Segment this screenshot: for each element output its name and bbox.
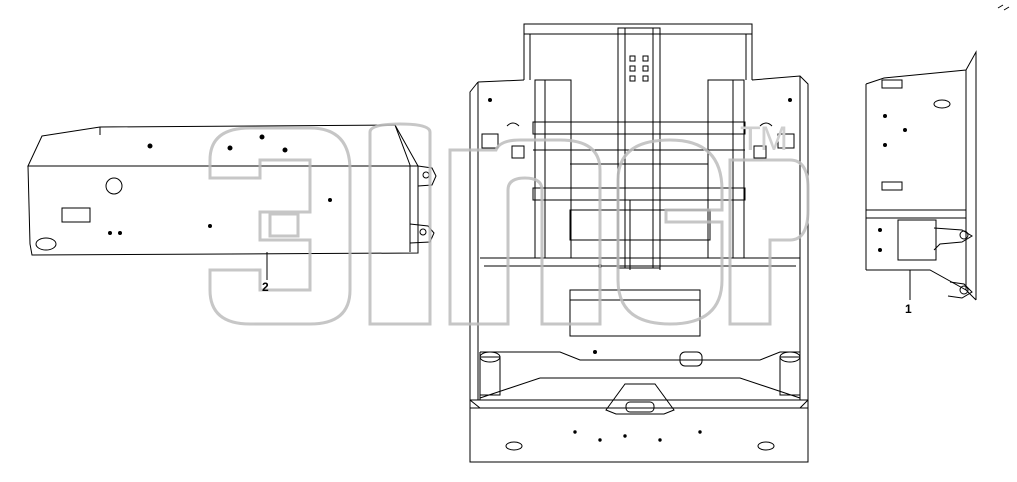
watermark-trademark: TM: [740, 120, 788, 158]
callout-part-1: 1: [905, 302, 912, 316]
frame-assembly: [469, 23, 809, 463]
part-2-panel: [27, 124, 437, 280]
corner-marks: [997, 4, 1010, 11]
part-1-panel: [865, 50, 977, 301]
callout-part-2: 2: [262, 280, 269, 294]
watermark-logo: [208, 122, 810, 326]
